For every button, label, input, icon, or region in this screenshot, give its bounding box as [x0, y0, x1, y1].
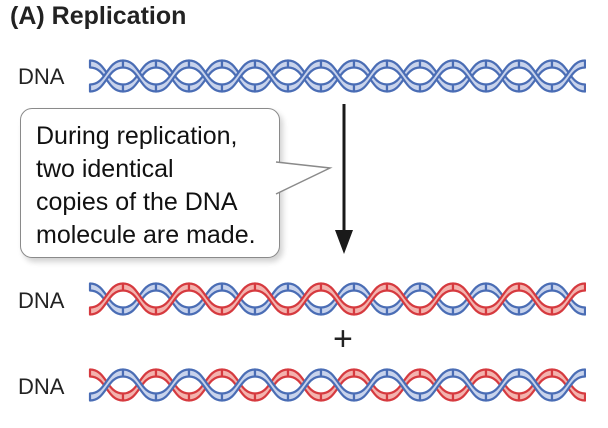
- callout-line: During replication,: [36, 122, 238, 150]
- dna-label-copy-1: DNA: [18, 288, 65, 313]
- callout-text: During replication, two identical copies…: [36, 120, 286, 252]
- dna-helix-copy-1: [88, 282, 586, 316]
- dna-label-original: DNA: [18, 64, 65, 89]
- helix-front-strand-segment: [550, 59, 586, 93]
- callout-box: [20, 108, 280, 258]
- panel-title: (A) Replication: [10, 2, 187, 30]
- dna-helix-original: [88, 59, 586, 93]
- helix-front-strand-segment: [550, 282, 586, 316]
- dna-helix-copy-2: [88, 368, 586, 402]
- helix-front-strand-segment: [550, 368, 586, 402]
- down-arrow-icon: [335, 104, 353, 254]
- callout-line: molecule are made.: [36, 221, 256, 249]
- callout-tail: [275, 161, 333, 195]
- dna-label-copy-2: DNA: [18, 374, 65, 399]
- callout-line: two identical: [36, 155, 174, 183]
- plus-sign: +: [333, 320, 353, 358]
- callout-line: copies of the DNA: [36, 188, 238, 216]
